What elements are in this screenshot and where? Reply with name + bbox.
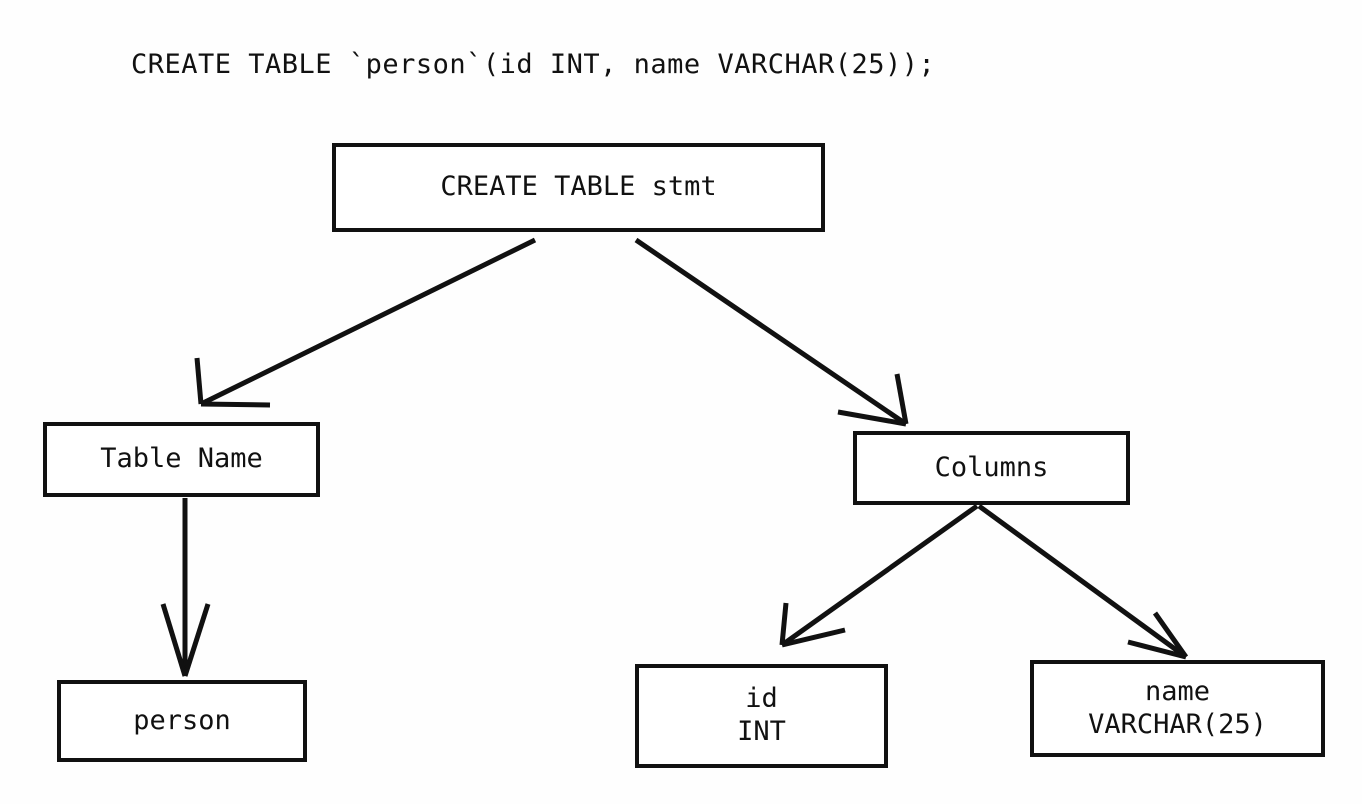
node-create-table-stmt[interactable]: CREATE TABLE stmt: [332, 143, 825, 232]
arrowhead-stroke: [200, 401, 271, 408]
sql-statement-caption: CREATE TABLE `person`(id INT, name VARCH…: [131, 49, 936, 80]
node-label-line: id: [745, 683, 778, 715]
arrowhead-stroke: [182, 603, 211, 677]
edges-group: [160, 237, 1189, 677]
edge-shaft: [780, 503, 979, 648]
arrowhead-stroke: [160, 603, 188, 677]
node-person[interactable]: person: [57, 680, 307, 762]
arrowhead-stroke: [1152, 611, 1189, 659]
edge-shaft: [634, 237, 908, 427]
arrowhead-stroke: [779, 602, 789, 646]
arrowhead-stroke: [894, 373, 909, 425]
edge-shaft: [977, 503, 1188, 660]
arrowhead-stroke: [194, 357, 204, 405]
node-label-line: INT: [737, 716, 786, 747]
arrowhead-stroke: [781, 627, 846, 648]
node-label-line: Columns: [934, 451, 1049, 483]
node-columns[interactable]: Columns: [853, 431, 1130, 505]
edge-shaft: [199, 237, 537, 407]
node-label-line: VARCHAR(25): [1088, 708, 1267, 740]
arrowhead-stroke: [1127, 639, 1187, 660]
node-label-line: person: [133, 704, 231, 736]
node-label-line: name: [1144, 675, 1211, 707]
node-label-line: CREATE TABLE stmt: [440, 171, 717, 203]
arrowhead-stroke: [837, 409, 907, 427]
node-table-name[interactable]: Table Name: [43, 422, 320, 497]
node-label-line: Table Name: [100, 443, 263, 475]
